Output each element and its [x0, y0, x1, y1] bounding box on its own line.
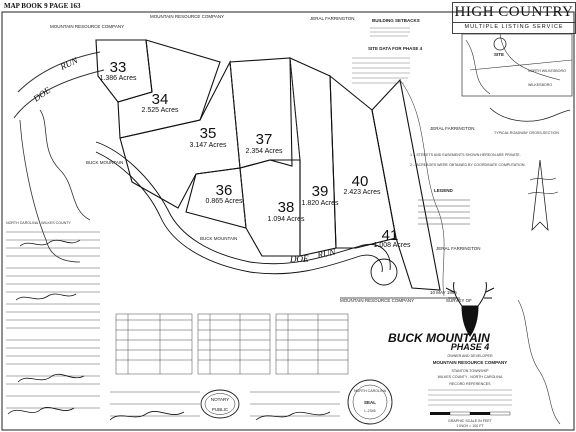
certification-block: NORTH CAROLINA - WILKES COUNTY [6, 221, 100, 415]
surveyor-seal-word: SEAL [364, 400, 376, 405]
lot-40-acres: 2.423 Acres [344, 189, 381, 196]
title-owner-label: OWNER AND DEVELOPER [447, 354, 493, 358]
lot-39-number: 39 [312, 183, 329, 200]
map-book-number: 9 [44, 2, 48, 10]
lot-33-number: 33 [110, 59, 127, 76]
survey-date: 10 MAY 1996 [430, 290, 457, 295]
map-border [1, 11, 575, 431]
map-book-header: MAP BOOK 9 PAGE 163 [4, 2, 81, 10]
note-1: 1 -- STREETS AND EASEMENTS SHOWN HEREON … [410, 153, 521, 157]
legend-title: LEGEND [434, 188, 454, 193]
nc-certification-header: NORTH CAROLINA - WILKES COUNTY [6, 221, 71, 225]
signature-1 [19, 239, 81, 247]
road-label-doe-bottom: DOE [289, 254, 309, 264]
roadway-section-line [489, 107, 571, 122]
signature-3 [17, 373, 85, 383]
title-block-border-curve [517, 299, 561, 425]
record-reference-lines [428, 389, 512, 406]
brand-box: HIGH COUNTRY MULTIPLE LISTING SERVICE [452, 2, 576, 34]
lot-41-boundary [371, 78, 441, 291]
title-township: STANTON TOWNSHIP [451, 369, 489, 373]
title-phase: PHASE 4 [451, 342, 490, 352]
vicinity-site-label: SITE [494, 52, 504, 57]
owner-label-right-mid: JERAL FARRINGTON [430, 126, 475, 131]
title-county: WILKES COUNTY , NORTH CAROLINA [438, 375, 503, 379]
north-arrow-icon [527, 159, 559, 232]
title-owner: MOUNTAIN RESOURCE COMPANY [433, 360, 508, 365]
graphic-scale-ratio: 1 INCH = 100 FT [456, 424, 484, 428]
lot-36-number: 36 [216, 182, 233, 199]
road-label-run-left: RUN [58, 55, 80, 73]
lot-40-number: 40 [352, 173, 369, 190]
setback-lines [370, 27, 410, 37]
lot-37-number: 37 [256, 131, 273, 148]
vicinity-map: SITE NORTH WILKESBORO WILKESBORO [461, 33, 573, 97]
lot-39-boundary [289, 57, 337, 257]
line-tables [115, 313, 349, 375]
map-book-label: MAP BOOK [4, 2, 43, 10]
title-record-references: RECORD REFERENCES [449, 382, 491, 386]
signature-2 [15, 293, 77, 301]
lot-39-acres: 1.820 Acres [302, 200, 339, 207]
signature-6 [255, 411, 331, 421]
page-number: 163 [70, 2, 81, 10]
lot-34-number: 34 [152, 91, 169, 108]
lot-33-acres: 1.386 Acres [100, 75, 137, 82]
road-doe-run-edge-b [95, 151, 383, 275]
owner-label-left-mid: BUCK MOUNTAIN [86, 160, 123, 165]
road-label-run-bottom: RUN [316, 247, 337, 260]
bottom-signature-lines [110, 391, 340, 417]
creek-line-left [39, 109, 91, 221]
notary-seal-bottom: PUBLIC [212, 407, 229, 412]
lot-35-acres: 3.147 Acres [190, 142, 227, 149]
lot-34-boundary [117, 39, 221, 139]
lot-37-acres: 2.354 Acres [246, 148, 283, 155]
site-data-lines [352, 57, 410, 84]
brand-subtitle: MULTIPLE LISTING SERVICE [453, 22, 575, 30]
site-data-title: SITE DATA FOR PHASE 4 [368, 46, 423, 51]
owner-label-bottom: MOUNTAIN RESOURCE COMPANY [340, 298, 414, 303]
owner-label-right-top: JERAL FARRINGTON [310, 16, 355, 21]
lot-34-acres: 2.525 Acres [142, 107, 179, 114]
title-buck-mountain: BUCK MOUNTAIN [388, 331, 490, 345]
road-label-doe-left: DOE [31, 85, 53, 105]
page-label: PAGE [49, 2, 69, 10]
roadway-section-title: TYPICAL ROADWAY CROSS-SECTION [494, 131, 559, 135]
surveyor-seal-number: L-2346 [364, 409, 375, 413]
legend-block: LEGEND [418, 188, 470, 225]
owner-label-left-low: BUCK MOUNTAIN [200, 236, 237, 241]
lot-41-number: 41 [382, 227, 399, 244]
graphic-scale: GRAPHIC SCALE IN FEET 1 INCH = 100 FT [430, 411, 511, 428]
survey-of-label: SURVEY OF [446, 298, 472, 303]
lot-40-boundary [329, 74, 397, 249]
vicinity-wilkes-label: WILKESBORO [528, 83, 552, 87]
surveyor-seal: NORTH CAROLINA SEAL L-2346 [347, 379, 393, 425]
note-2: 2 -- ACREAGES WERE OBTAINED BY COORDINAT… [410, 163, 525, 167]
boundary-left-curve [19, 119, 81, 263]
deer-logo-icon [445, 281, 495, 337]
easement-lines [229, 57, 301, 229]
right-creek-line [399, 79, 445, 297]
owner-label-top-left: MOUNTAIN RESOURCE COMPANY [50, 24, 124, 29]
signature-5 [109, 411, 185, 421]
notary-seal: NOTARY PUBLIC [200, 389, 240, 419]
road-doe-run-left [13, 51, 105, 119]
surveyor-seal-state: NORTH CAROLINA [354, 389, 387, 393]
lot-38-number: 38 [278, 199, 295, 216]
lot-35-number: 35 [200, 125, 217, 142]
owner-label-top-mid: MOUNTAIN RESOURCE COMPANY [150, 14, 224, 19]
owner-label-right-bottom: JERAL FARRINGTON [436, 246, 481, 251]
lot-38-acres: 1.094 Acres [268, 216, 305, 223]
graphic-scale-label: GRAPHIC SCALE IN FEET [448, 419, 493, 423]
lot-41-acres: 1.008 Acres [374, 242, 411, 249]
cul-de-sac [370, 258, 398, 286]
building-setbacks-title: BUILDING SETBACKS [372, 18, 420, 23]
lot-36-acres: 0.865 Acres [206, 198, 243, 205]
signature-4 [7, 407, 75, 415]
road-doe-run-edge-a [95, 141, 391, 271]
lot-boundaries [95, 39, 441, 291]
vicinity-north-label: NORTH WILKESBORO [528, 69, 566, 73]
notary-seal-top: NOTARY [211, 397, 229, 402]
